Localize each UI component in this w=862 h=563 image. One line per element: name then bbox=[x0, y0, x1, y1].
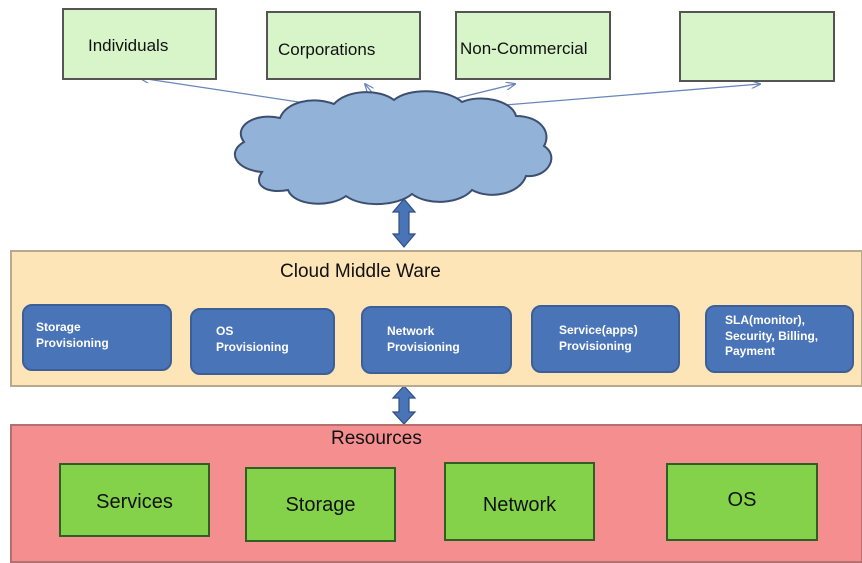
resources-title: Resources bbox=[331, 428, 422, 449]
resource-box-services: Services bbox=[59, 463, 210, 537]
resource-box-os: OS bbox=[666, 463, 818, 541]
user-label-non-commercial: Non-Commercial bbox=[460, 39, 588, 58]
user-box-non-commercial: Non-Commercial bbox=[455, 11, 611, 80]
storage-provisioning-label: Storage Provisioning bbox=[36, 320, 109, 350]
resource-label-os: OS bbox=[727, 489, 757, 511]
network-provisioning-box: Network Provisioning bbox=[361, 306, 512, 374]
user-label-corporations: Corporations bbox=[278, 40, 376, 59]
resource-label-network: Network bbox=[482, 494, 557, 516]
service-provisioning-box: Service(apps) Provisioning bbox=[531, 305, 680, 373]
resource-label-services: Services bbox=[96, 491, 173, 513]
service-provisioning-label: Service(apps) Provisioning bbox=[559, 323, 638, 353]
user-label-individuals: Individuals bbox=[88, 36, 169, 55]
sla-security-billing-box: SLA(monitor), Security, Billing, Payment bbox=[705, 305, 854, 373]
cloud-shape bbox=[233, 90, 553, 206]
user-box-blank bbox=[679, 11, 835, 82]
double-arrow-middleware-resources bbox=[391, 385, 417, 425]
storage-provisioning-box: Storage Provisioning bbox=[22, 304, 172, 371]
user-box-individuals: Individuals bbox=[62, 8, 217, 80]
sla-security-billing-label: SLA(monitor), Security, Billing, Payment bbox=[725, 313, 819, 359]
resource-label-storage: Storage bbox=[285, 494, 356, 516]
user-box-corporations: Corporations bbox=[266, 11, 421, 80]
network-provisioning-label: Network Provisioning bbox=[387, 324, 460, 354]
os-provisioning-label: OS Provisioning bbox=[216, 324, 289, 354]
middleware-title: Cloud Middle Ware bbox=[280, 261, 441, 282]
double-arrow-cloud-middleware bbox=[391, 198, 417, 248]
os-provisioning-box: OS Provisioning bbox=[190, 308, 335, 375]
resources-layer: Resources Services Storage Network OS bbox=[10, 424, 862, 563]
middleware-layer: Cloud Middle Ware Storage Provisioning O… bbox=[10, 250, 862, 387]
resource-box-storage: Storage bbox=[245, 467, 396, 542]
resource-box-network: Network bbox=[444, 462, 595, 541]
